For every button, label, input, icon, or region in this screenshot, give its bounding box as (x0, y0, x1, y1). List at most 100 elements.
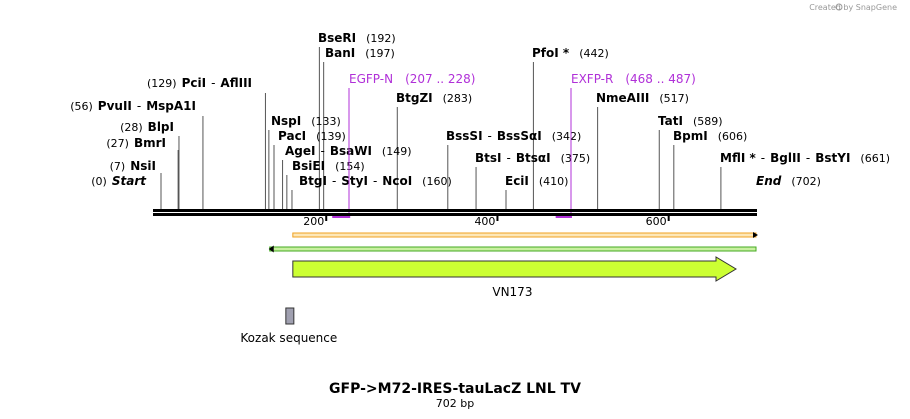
site-label-pfoI[interactable]: PfoI *(442) (532, 46, 609, 60)
primer-binding-site[interactable] (555, 216, 572, 218)
site-label-part: NmeAIII (596, 91, 649, 105)
site-label-bmrI[interactable]: (27) BmrI (106, 136, 166, 150)
site-label-eciI[interactable]: EciI(410) (505, 174, 568, 188)
primers: EGFP-N(207 .. 228) EXFP-R (468 .. 487) (332, 72, 696, 218)
site-label-nsiI[interactable]: (7) NsiI (110, 159, 156, 173)
site-label-pacI[interactable]: PacI (139) (278, 129, 346, 143)
site-label-part: BtsI (475, 151, 502, 165)
site-label-part: (7) (110, 160, 126, 173)
site-label-ageI[interactable]: AgeI-BsaWI(149) (285, 144, 412, 158)
primer-name: EGFP-N (349, 72, 393, 86)
site-label-part: PvuII (98, 99, 132, 113)
site-label-end[interactable]: End (702) (756, 174, 821, 188)
site-label-part: (160) (422, 175, 452, 188)
site-label-part: (410) (539, 175, 569, 188)
site-label-pclI[interactable]: (129)PciI-AflIII (147, 76, 252, 90)
site-label-btgZI[interactable]: BtgZI (283) (396, 91, 472, 105)
arrow-right-icon (753, 232, 758, 238)
site-label-part: (197) (365, 47, 395, 60)
site-label-btgI[interactable]: BtgI-StyI-NcoI(160) (299, 174, 452, 188)
site-label-part: Start (112, 174, 147, 188)
site-label-part: AflIII (220, 76, 252, 90)
site-label-part: BanI (325, 46, 355, 60)
site-label-mflI[interactable]: MflI *-BglII-BstYI(661) (720, 151, 890, 165)
scale-tick-label: 400 (474, 215, 495, 228)
site-lines (160, 47, 722, 209)
site-label-part: - (507, 151, 511, 165)
map-title: GFP->M72-IRES-tauLacZ LNL TV (329, 381, 581, 397)
site-label-bpmI[interactable]: BpmI (606) (673, 129, 747, 143)
site-label-part: (129) (147, 77, 177, 90)
site-label-part: BssSI (446, 129, 483, 143)
site-label-nmeAIII[interactable]: NmeAIII (517) (596, 91, 689, 105)
kozak-sequence-box[interactable] (285, 307, 295, 325)
site-label-start[interactable]: (0) Start (91, 174, 147, 188)
site-label-part: (139) (316, 130, 346, 143)
site-label-blpI[interactable]: (28)BlpI (120, 120, 174, 134)
site-label-part: - (806, 151, 810, 165)
primer-binding-site[interactable] (332, 216, 351, 218)
site-label-part: - (211, 76, 215, 90)
site-label-part: NspI (271, 114, 301, 128)
snapgene-logo-icon (835, 3, 843, 11)
site-label-part: - (332, 174, 336, 188)
site-label-part: BssSαI (497, 129, 542, 143)
site-label-bseRI[interactable]: BseRI(192) (318, 31, 396, 45)
site-label-part: (56) (70, 100, 93, 113)
snapgene-credit: Created by SnapGene (809, 3, 897, 12)
site-label-part: (606) (718, 130, 748, 143)
primer-name: EXFP-R (571, 72, 613, 86)
site-label-nspI[interactable]: NspI (133) (271, 114, 341, 128)
orange-orf-bar[interactable] (292, 232, 757, 238)
scale-tick-label: 200 (303, 215, 324, 228)
site-label-part: MspA1I (146, 99, 196, 113)
primer-label[interactable]: EXFP-R (468 .. 487) (571, 72, 696, 86)
site-label-part: BtgZI (396, 91, 433, 105)
site-label-bssSI[interactable]: BssSI-BssSαI(342) (446, 129, 581, 143)
site-label-part: (702) (791, 175, 821, 188)
green-orf-bar[interactable] (269, 246, 757, 252)
site-label-part: BpmI (673, 129, 708, 143)
site-labels: (0) Start(7) NsiI(27) BmrI (28)BlpI (56) PvuII… (70, 31, 890, 188)
site-label-part: (517) (659, 92, 689, 105)
site-label-part: BsaWI (330, 144, 372, 158)
site-label-part: (27) (106, 137, 129, 150)
site-label-part: (192) (366, 32, 396, 45)
site-label-part: MflI * (720, 151, 756, 165)
site-label-part: BtsαI (516, 151, 551, 165)
site-label-part: (154) (335, 160, 365, 173)
map-length: 702 bp (436, 397, 474, 410)
site-label-part: End (756, 174, 782, 188)
primer-range: (468 .. 487) (625, 72, 695, 86)
primer-label[interactable]: EGFP-N(207 .. 228) (349, 72, 476, 86)
site-label-part: BmrI (134, 136, 166, 150)
site-label-part: NsiI (130, 159, 156, 173)
site-label-part: - (488, 129, 492, 143)
site-label-part: NcoI (382, 174, 412, 188)
arrow-left-icon (268, 245, 274, 253)
vn173-feature-arrow[interactable] (292, 256, 737, 282)
site-label-part: StyI (341, 174, 368, 188)
site-label-part: - (137, 99, 141, 113)
site-label-part: BglII (770, 151, 801, 165)
site-label-part: (0) (91, 175, 107, 188)
site-label-btsI[interactable]: BtsI-BtsαI (375) (475, 151, 590, 165)
site-label-part: BstYI (815, 151, 850, 165)
site-label-tatI[interactable]: TatI(589) (658, 114, 723, 128)
site-label-part: BsiEI (292, 159, 325, 173)
site-label-part: (133) (311, 115, 341, 128)
backbone (153, 209, 757, 216)
site-label-part: AgeI (285, 144, 315, 158)
site-label-part: BtgI (299, 174, 327, 188)
vn173-label: VN173 (492, 285, 532, 299)
site-label-part: PacI (278, 129, 306, 143)
site-label-part: - (373, 174, 377, 188)
site-label-pvuII[interactable]: (56) PvuII-MspA1I (70, 99, 196, 113)
site-label-bsiEI[interactable]: BsiEI (154) (292, 159, 365, 173)
site-label-part: (283) (443, 92, 473, 105)
site-label-banI[interactable]: BanI (197) (325, 46, 395, 60)
site-label-part: (375) (561, 152, 591, 165)
